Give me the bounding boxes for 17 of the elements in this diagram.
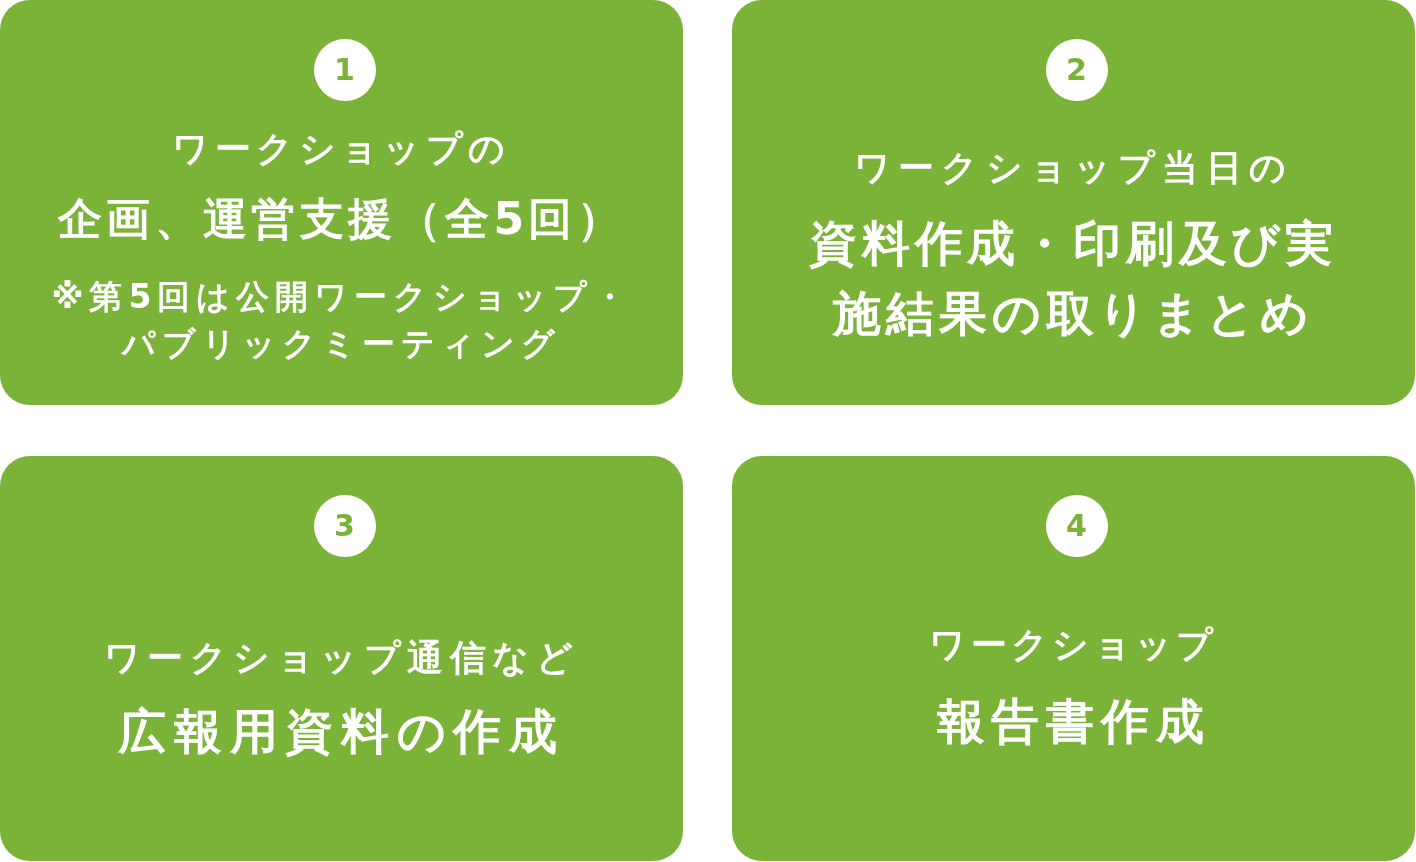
task-card	[0, 456, 683, 861]
card-title: 報告書作成	[936, 692, 1211, 751]
card-note: ※第5回は公開ワークショップ・パブリックミーティング	[50, 276, 633, 365]
card-subtitle: ワークショップ通信など	[103, 636, 580, 680]
step-number: 2	[1045, 39, 1108, 101]
card-subtitle: ワークショップの	[172, 127, 511, 171]
card-subtitle: ワークショップ	[929, 623, 1218, 667]
step-number: 1	[313, 39, 376, 101]
card-title: 広報用資料の作成	[118, 702, 565, 761]
card-title: 企画、運営支援（全5回）	[57, 192, 626, 246]
task-card	[732, 456, 1415, 861]
task-card	[0, 0, 683, 405]
step-number: 4	[1045, 495, 1108, 557]
step-number: 3	[313, 495, 376, 557]
task-card	[732, 0, 1415, 405]
card-subtitle: ワークショップ当日の	[854, 146, 1293, 190]
card-title: 資料作成・印刷及び実施結果の取りまとめ	[808, 214, 1339, 343]
